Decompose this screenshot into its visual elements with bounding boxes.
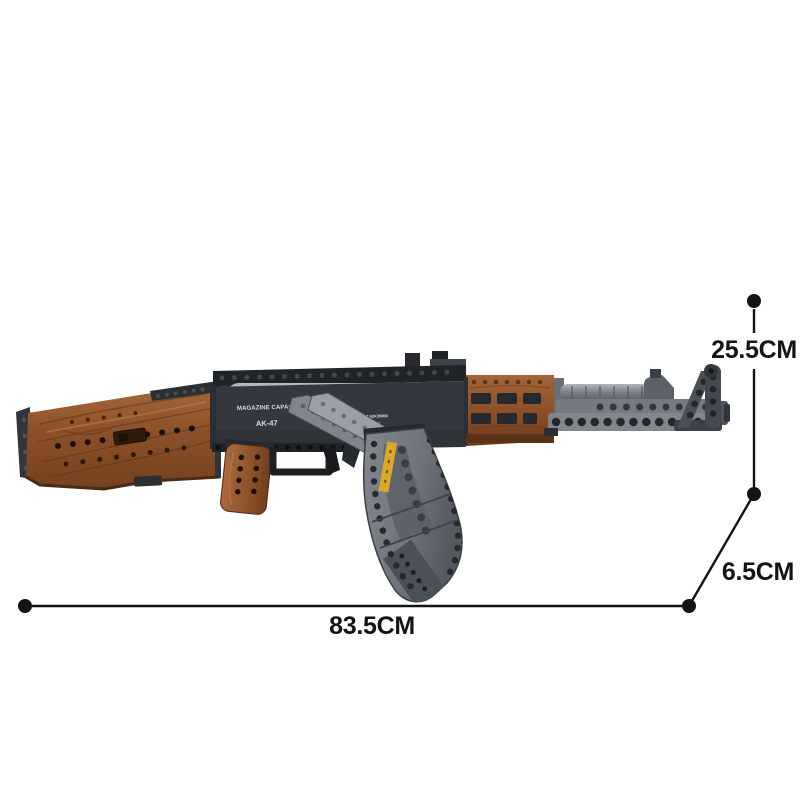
grip-highlight [228,452,235,505]
sling-mount [133,475,163,487]
rifle-model: MAGAZINE CAPACITY 30 ROUNDS AK-47 CAL 7.… [16,351,730,603]
pistol-grip [220,438,275,515]
magazine-details [369,436,462,602]
wood-grain-highlight [45,401,207,433]
dimension-height-label: 25.5CM [711,336,797,364]
dimension-drop-label: 6.5CM [722,558,794,586]
stock-pin-holes-row3 [70,409,152,424]
sight-base-tab [650,369,661,378]
magazine [362,423,463,603]
handguard-grain [469,385,551,429]
barrel-lower-beam [548,413,708,431]
fire-selector [342,444,360,468]
dimension-endpoint-dot [18,599,32,613]
front-sight-diagonal [677,371,713,428]
handguard-slots [471,393,541,424]
stock-bottom-trim [25,475,221,491]
front-sight-joint-pin [708,368,714,374]
height-dimension: 25.5CM [711,294,797,501]
capacity-marking: MAGAZINE CAPACITY 30 ROUNDS [237,403,340,412]
handguard-body [466,375,554,446]
handguard-left-seam [464,377,468,445]
dimension-endpoint-dot [682,599,696,613]
handguard [464,375,554,446]
dimension-length-label: 83.5CM [329,612,415,640]
top-rail-studs [219,369,461,381]
grip-body [220,443,273,515]
handguard-bottom-trim [466,434,554,443]
drop-dimension: 6.5CM [682,493,794,613]
spec-marking-1: CAL 7.62X39MM [357,413,389,419]
trigger-group [269,444,360,476]
receiver-left-cap [210,385,216,449]
beam-under-bracket [544,428,558,436]
dimension-line [687,493,756,607]
trigger [323,447,340,474]
buttstock [16,381,221,491]
rubber-band-strip [378,441,398,493]
gas-block [554,378,564,420]
grip-pin-holes [233,454,261,506]
top-rail [213,365,466,387]
gas-tube [560,384,650,400]
dimension-endpoint-dot [747,294,761,308]
gas-tube-seams [571,386,643,398]
stock-slot [112,427,147,446]
muzzle-cap [724,404,730,422]
model-name-marking: AK-47 [256,418,278,428]
length-dimension: 83.5CM [18,599,682,640]
stock-pin-holes-row2 [63,444,193,467]
stock-top-studs [156,386,214,398]
front-sight [674,364,722,431]
front-sight-post [705,365,721,429]
dimension-annotations: 25.5CM 6.5CM 83.5CM [18,294,797,640]
